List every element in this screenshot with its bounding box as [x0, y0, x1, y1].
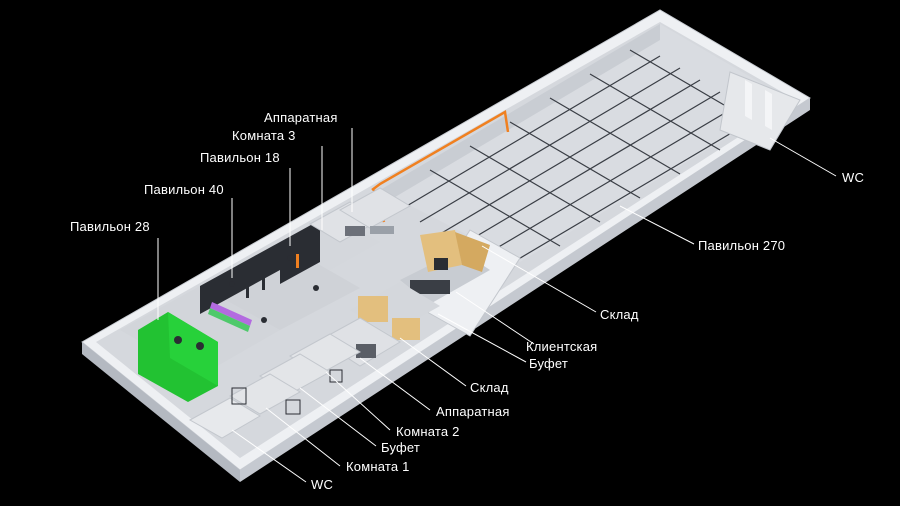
mirror-frame: [285, 399, 301, 415]
apparatnaya-top-floor: [338, 187, 412, 229]
rainbow-light-bar: [210, 302, 252, 326]
leader-klientskaya: [455, 291, 535, 345]
wood-panel-sklad-2: [455, 232, 490, 272]
wc-right-block: [719, 71, 801, 151]
room-1-floor: [228, 373, 302, 415]
label-wc-bottom: WC: [311, 477, 334, 492]
leader-sklad-bottom: [399, 337, 467, 387]
pavilion-40-black-wall: [200, 242, 280, 314]
label-klientskaya: Клиентская: [526, 339, 598, 354]
outer-wall-front: [82, 342, 240, 482]
wc-right-divider-2: [765, 90, 772, 130]
studio-light: [261, 317, 267, 323]
leader-wc-top: [769, 137, 837, 177]
label-komnata2: Комната 2: [396, 424, 460, 439]
client-sofa: [410, 280, 450, 294]
lighting-grid: [399, 49, 761, 271]
wc-right-divider: [745, 80, 752, 120]
room-3-desk: [370, 226, 394, 234]
label-apparatnaya-top: Аппаратная: [264, 110, 338, 125]
pavilion-18-black-wall: [280, 220, 320, 284]
equipment-rack: [356, 344, 376, 358]
green-screen-floor: [168, 312, 218, 386]
studio-light: [229, 281, 235, 287]
label-pavilon270: Павильон 270: [698, 238, 786, 253]
leader-sklad-top: [481, 245, 597, 313]
wc-lower-floor: [188, 397, 261, 439]
actor-figure: [262, 276, 265, 290]
label-pavilon18: Павильон 18: [200, 150, 280, 165]
label-sklad-top: Склад: [600, 307, 639, 322]
leader-komnata2: [325, 371, 391, 431]
mirror-frame: [231, 387, 247, 405]
outer-wall-right: [240, 98, 810, 482]
orange-cable: [371, 110, 510, 191]
label-bufet-bottom: Буфет: [381, 440, 421, 455]
leader-pavilon270: [619, 205, 695, 245]
label-komnata3: Комната 3: [232, 128, 296, 143]
wood-panel-sklad: [420, 230, 462, 272]
apparatnaya-desk: [345, 226, 365, 236]
pavilion-270-back-wall: [380, 24, 660, 206]
label-pavilon28: Павильон 28: [70, 219, 150, 234]
label-komnata1: Комната 1: [346, 459, 410, 474]
actor-figure: [246, 284, 249, 298]
equipment: [174, 254, 319, 350]
leader-komnata1: [265, 407, 341, 467]
studio-light: [313, 285, 319, 291]
label-apparatnaya-bottom: Аппаратная: [436, 404, 510, 419]
lower-service-rooms: [188, 282, 440, 439]
label-wc-top: WC: [842, 170, 865, 185]
wc-right-floor: [719, 71, 801, 151]
leader-apparatnaya-bottom: [359, 357, 431, 411]
pavilion-270: [371, 24, 790, 271]
studio-light: [196, 342, 204, 350]
wood-shelf: [392, 318, 420, 340]
client-tv: [434, 258, 448, 270]
left-pavilions: [120, 187, 412, 402]
pavilion-28-floor: [120, 286, 280, 376]
studio-light: [287, 255, 293, 261]
actor-figure: [296, 254, 299, 268]
wood-shelf: [358, 296, 388, 322]
studio-light: [174, 336, 182, 344]
leader-lines: [157, 128, 837, 483]
rainbow-light-bar-2: [208, 308, 250, 332]
leader-bufet-top: [437, 313, 527, 363]
label-pavilon40: Павильон 40: [144, 182, 224, 197]
leader-wc-bottom: [231, 429, 307, 483]
leader-bufet-bottom: [299, 387, 377, 447]
label-bufet-top: Буфет: [529, 356, 569, 371]
label-sklad-bottom: Склад: [470, 380, 509, 395]
middle-service-block: [400, 229, 521, 337]
